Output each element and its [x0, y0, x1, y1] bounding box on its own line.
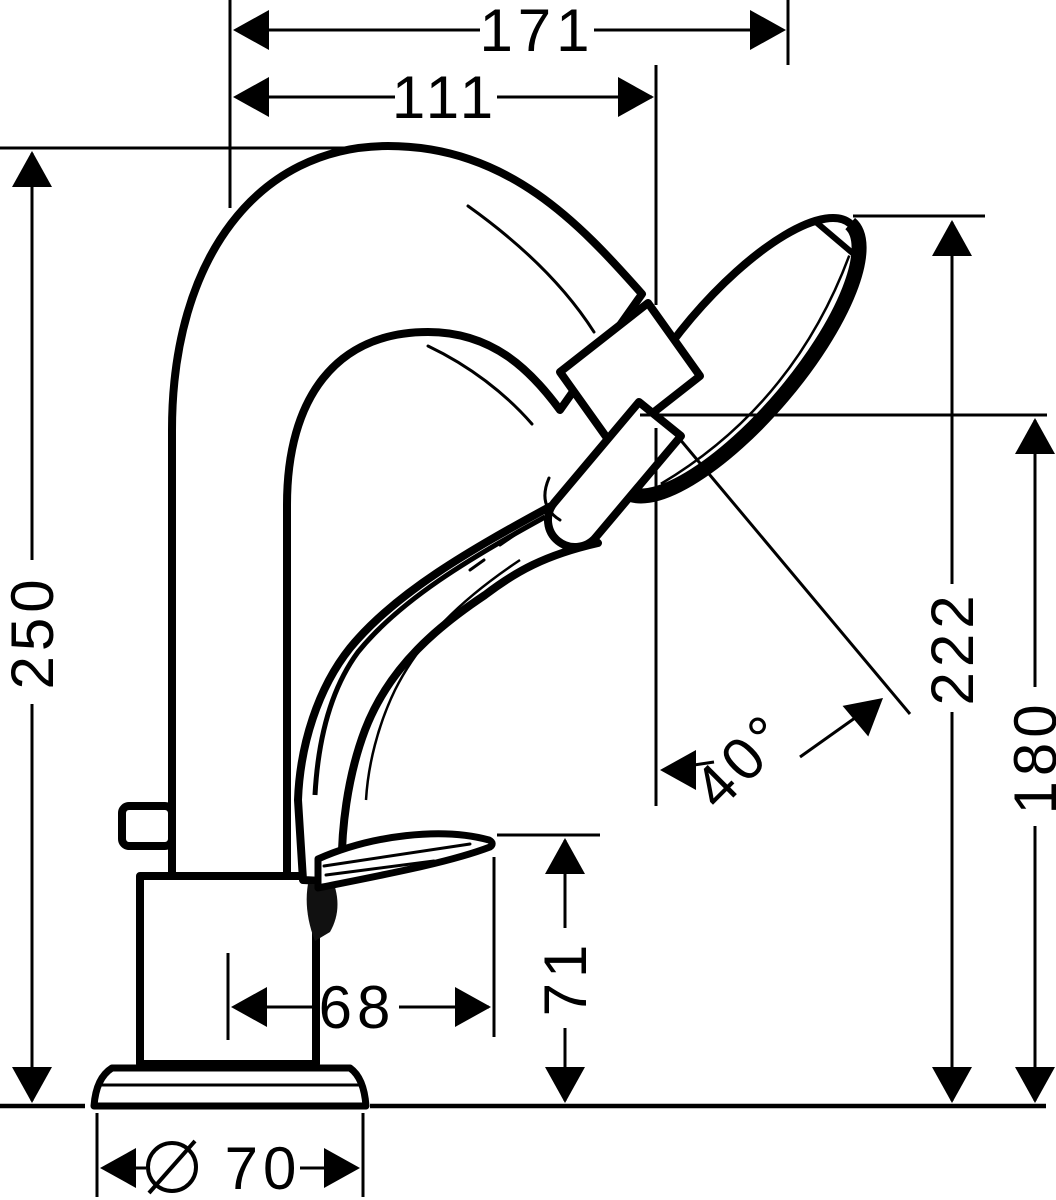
dim-lever-reach-label: 68: [319, 974, 396, 1041]
arrow-left: [233, 10, 269, 50]
handshower-head: [610, 214, 867, 504]
dimension-overall-width: 171: [233, 0, 786, 64]
arrow-right: [618, 77, 654, 117]
dim-overall-width-label: 171: [479, 0, 594, 64]
spout-inner-highlight-line: [426, 344, 534, 426]
dimension-spout-height: 250: [0, 151, 66, 1103]
hose-edge-line: [312, 514, 547, 796]
arrow-left: [100, 1148, 136, 1188]
shower-hose: [294, 501, 602, 886]
arrow-up: [545, 838, 585, 874]
arrow-up: [932, 220, 972, 256]
dim-base-diameter-label: 70: [225, 1135, 302, 1200]
dimension-handshower-outlet-height: 180: [1002, 418, 1056, 1103]
lever-detail-line: [322, 842, 472, 868]
dimension-handshower-angle: 40°: [660, 698, 883, 822]
arrow-left: [233, 77, 269, 117]
arrow-right: [750, 10, 786, 50]
handshower-face-inner-line: [660, 255, 851, 485]
dim-spout-height-label: 250: [0, 574, 66, 689]
arrow-down: [12, 1067, 52, 1103]
handshower-head-cap-line: [812, 218, 861, 261]
spout-highlight-line: [466, 204, 596, 334]
dimension-lever-reach: 68: [231, 974, 491, 1041]
dim-spout-reach-label: 111: [392, 64, 498, 131]
dim-handshower-angle-label: 40°: [680, 699, 802, 821]
dimension-spout-reach: 111: [233, 64, 654, 131]
lever-detail-line: [324, 859, 436, 877]
hose-elbow-connector: [306, 884, 338, 941]
diameter-symbol: [146, 1139, 198, 1195]
dimension-base-diameter: 70: [100, 1135, 360, 1200]
swan-neck-spout: [168, 142, 646, 880]
arrow-up: [1015, 418, 1055, 454]
ext-line-shower-axis-40deg: [666, 424, 912, 715]
arrow-down: [1015, 1067, 1055, 1103]
arrow-diagonal: [842, 698, 883, 737]
dimension-lever-top-height: 71: [532, 838, 599, 1103]
hose-dash: [498, 532, 518, 547]
dim-handshower-outlet-height-label: 180: [1002, 699, 1056, 814]
arrow-left: [231, 987, 267, 1027]
dimension-handshower-top-height: 222: [919, 220, 986, 1103]
base-flange: [90, 1064, 370, 1110]
dim-handshower-top-height-label: 222: [919, 590, 986, 705]
arrow-up: [12, 151, 52, 187]
arrow-down: [932, 1067, 972, 1103]
bath-mixer-figure: [90, 142, 867, 1110]
hose-dash: [468, 558, 486, 572]
hose-highlight-line: [364, 558, 521, 801]
arrow-right: [455, 987, 491, 1027]
arrow-right: [324, 1148, 360, 1188]
handle-clip-detail: [543, 476, 562, 522]
diverter-knob: [118, 802, 176, 850]
arrow-left: [660, 750, 696, 790]
arrow-down: [545, 1067, 585, 1103]
dim-lever-top-height-label: 71: [532, 940, 599, 1017]
